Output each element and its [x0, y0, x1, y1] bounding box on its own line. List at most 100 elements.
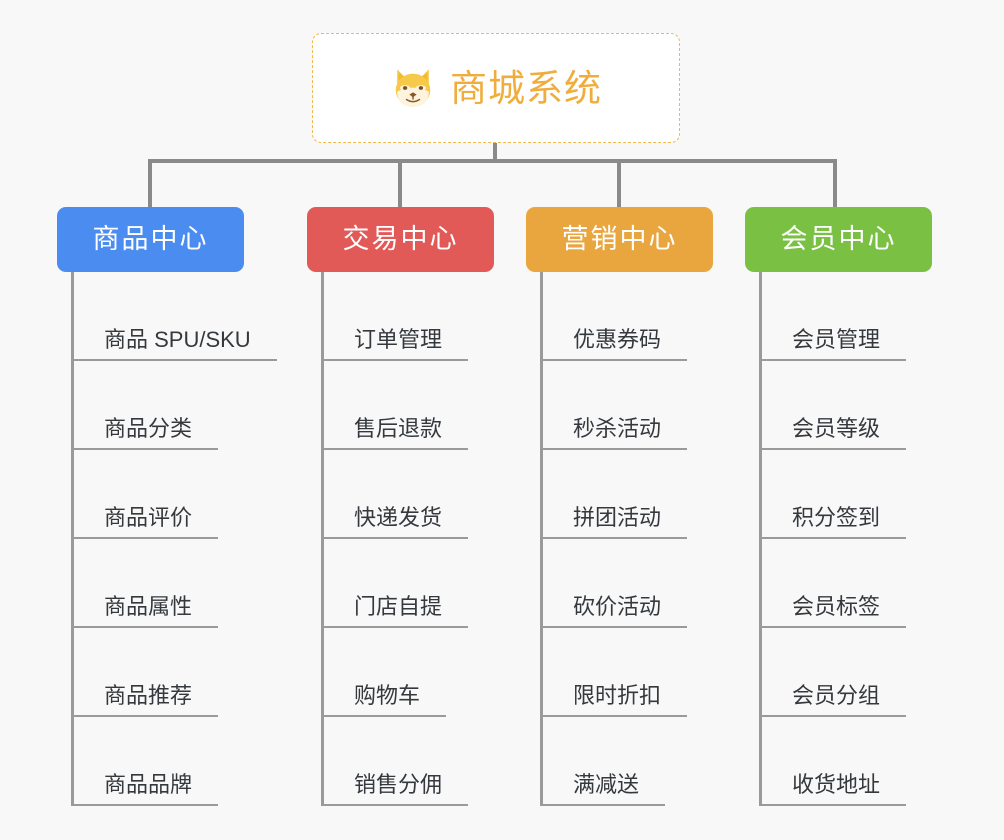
branch-4: 会员管理会员等级积分签到会员标签会员分组收货地址: [759, 272, 932, 806]
leaf-item[interactable]: 商品评价: [71, 450, 244, 539]
leaf-label: 门店自提: [354, 594, 443, 619]
leaf-inner: 秒杀活动: [540, 418, 688, 450]
leaf-underline: [71, 359, 277, 361]
leaf-label: 会员分组: [792, 683, 881, 708]
leaf-label: 商品 SPU/SKU: [104, 327, 251, 352]
leaf-underline: [71, 715, 219, 717]
leaf-underline: [540, 537, 688, 539]
leaf-underline: [540, 626, 688, 628]
leaf-underline: [759, 804, 907, 806]
leaf-inner: 收货地址: [759, 772, 907, 806]
leaf-label: 商品属性: [104, 594, 193, 619]
leaf-label: 快递发货: [354, 505, 443, 530]
leaf-underline: [321, 626, 469, 628]
leaf-label: 优惠券码: [573, 327, 662, 352]
leaf-underline: [71, 626, 219, 628]
leaf-item[interactable]: 满减送: [540, 717, 713, 806]
leaf-item[interactable]: 门店自提: [321, 539, 494, 628]
leaf-inner: 购物车: [321, 683, 447, 717]
connector-horizontal-bus: [148, 159, 837, 163]
leaf-inner: 优惠券码: [540, 327, 688, 361]
leaf-item[interactable]: 售后退款: [321, 361, 494, 450]
leaf-label: 拼团活动: [573, 505, 662, 530]
leaf-item[interactable]: 限时折扣: [540, 628, 713, 717]
column-4: 会员中心会员管理会员等级积分签到会员标签会员分组收货地址: [745, 207, 932, 806]
leaf-label: 会员等级: [792, 416, 881, 441]
connector-drop-3: [617, 159, 621, 208]
column-3: 营销中心优惠券码秒杀活动拼团活动砍价活动限时折扣满减送: [526, 207, 713, 806]
leaf-underline: [321, 359, 469, 361]
leaf-inner: 满减送: [540, 772, 666, 806]
leaf-item[interactable]: 商品品牌: [71, 717, 244, 806]
leaf-label: 收货地址: [792, 772, 881, 797]
leaf-item[interactable]: 商品 SPU/SKU: [71, 272, 277, 361]
leaf-item[interactable]: 秒杀活动: [540, 361, 713, 450]
leaf-label: 购物车: [354, 683, 421, 708]
leaf-item[interactable]: 商品分类: [71, 361, 244, 450]
leaf-item[interactable]: 会员分组: [759, 628, 932, 717]
leaf-item[interactable]: 订单管理: [321, 272, 494, 361]
leaf-label: 商品推荐: [104, 683, 193, 708]
leaf-label: 销售分佣: [354, 772, 443, 797]
leaf-underline: [321, 537, 469, 539]
leaf-inner: 会员标签: [759, 594, 907, 628]
branch-spine-2: [321, 272, 324, 806]
shiba-dog-face-icon: [395, 69, 431, 107]
branch-1: 商品 SPU/SKU 商品分类商品评价商品属性商品推荐商品品牌: [71, 272, 277, 806]
leaf-label: 会员标签: [792, 594, 881, 619]
leaf-underline: [540, 359, 688, 361]
leaf-inner: 积分签到: [759, 507, 907, 539]
branch-spine-4: [759, 272, 762, 806]
leaf-item[interactable]: 会员标签: [759, 539, 932, 628]
column-2: 交易中心订单管理售后退款快递发货门店自提购物车销售分佣: [307, 207, 494, 806]
leaf-item[interactable]: 快递发货: [321, 450, 494, 539]
leaf-item[interactable]: 积分签到: [759, 450, 932, 539]
leaf-label: 商品品牌: [104, 772, 193, 797]
leaf-inner: 商品分类: [71, 416, 219, 450]
leaf-inner: 会员等级: [759, 416, 907, 450]
branch-3: 优惠券码秒杀活动拼团活动砍价活动限时折扣满减送: [540, 272, 713, 806]
column-header-1[interactable]: 商品中心: [57, 207, 244, 272]
leaf-underline: [759, 359, 907, 361]
leaf-underline: [759, 537, 907, 539]
leaf-item[interactable]: 会员等级: [759, 361, 932, 450]
leaf-inner: 商品推荐: [71, 683, 219, 717]
leaf-inner: 限时折扣: [540, 685, 688, 717]
leaf-label: 满减送: [573, 772, 640, 797]
leaf-item[interactable]: 购物车: [321, 628, 494, 717]
connector-drop-1: [148, 159, 152, 208]
leaf-item[interactable]: 会员管理: [759, 272, 932, 361]
leaf-label: 商品评价: [104, 505, 193, 530]
leaf-inner: 商品属性: [71, 594, 219, 628]
leaf-underline: [71, 448, 219, 450]
leaf-inner: 销售分佣: [321, 772, 469, 806]
leaf-item[interactable]: 拼团活动: [540, 450, 713, 539]
leaf-inner: 商品评价: [71, 505, 219, 539]
leaf-inner: 订单管理: [321, 327, 469, 361]
leaf-label: 会员管理: [792, 327, 881, 352]
leaf-underline: [540, 804, 666, 806]
leaf-underline: [540, 715, 688, 717]
leaf-item[interactable]: 优惠券码: [540, 272, 713, 361]
branch-spine-1: [71, 272, 74, 806]
column-header-2[interactable]: 交易中心: [307, 207, 494, 272]
leaf-item[interactable]: 砍价活动: [540, 539, 713, 628]
leaf-label: 订单管理: [354, 327, 443, 352]
leaf-underline: [321, 804, 469, 806]
leaf-item[interactable]: 商品属性: [71, 539, 244, 628]
leaf-label: 商品分类: [104, 416, 193, 441]
root-node-mall-system[interactable]: 商城系统: [312, 33, 680, 143]
leaf-inner: 会员分组: [759, 683, 907, 717]
root-title: 商城系统: [450, 67, 602, 109]
leaf-item[interactable]: 销售分佣: [321, 717, 494, 806]
leaf-inner: 拼团活动: [540, 505, 688, 539]
leaf-item[interactable]: 商品推荐: [71, 628, 244, 717]
column-header-4[interactable]: 会员中心: [745, 207, 932, 272]
column-header-3[interactable]: 营销中心: [526, 207, 713, 272]
leaf-inner: 售后退款: [321, 416, 469, 450]
leaf-label: 售后退款: [354, 416, 443, 441]
leaf-item[interactable]: 收货地址: [759, 717, 932, 806]
leaf-underline: [71, 537, 219, 539]
leaf-underline: [321, 448, 469, 450]
